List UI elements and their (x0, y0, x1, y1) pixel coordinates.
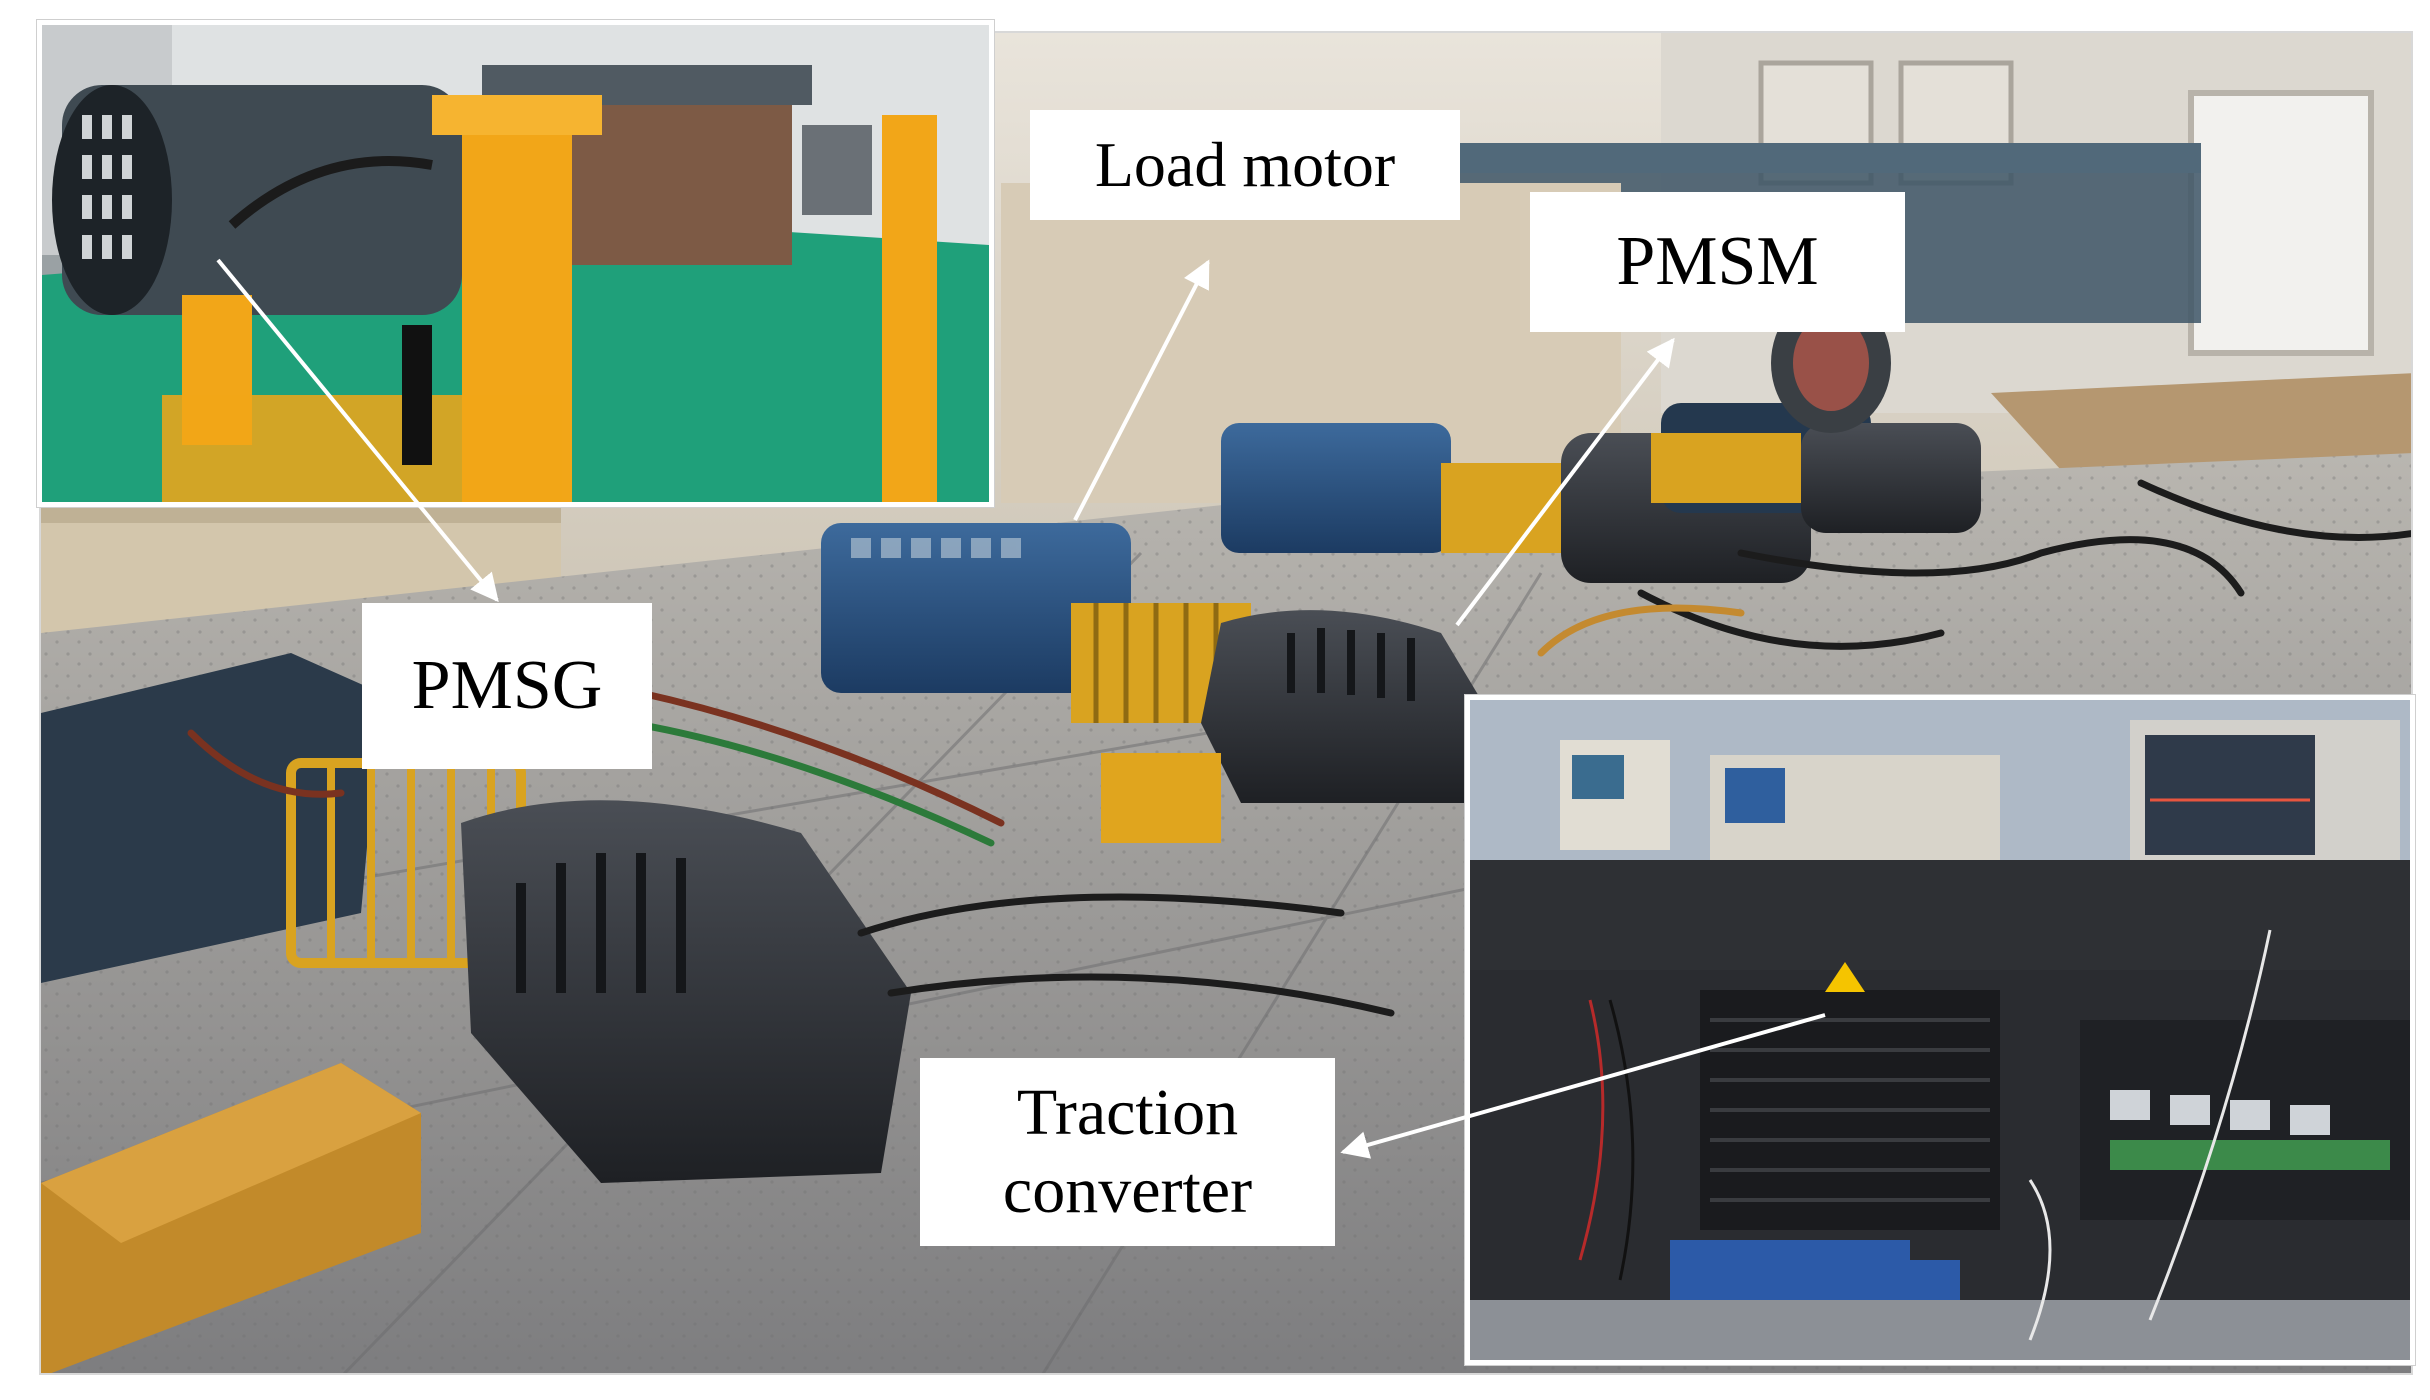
pmsm-label-text: PMSM (1616, 222, 1819, 300)
traction-converter-label: Traction converter (920, 1058, 1335, 1246)
load-motor-label-text: Load motor (1094, 129, 1396, 201)
pmsm-label: PMSM (1530, 192, 1905, 332)
pmsg-label-text: PMSG (411, 646, 603, 724)
traction-label-line2: converter (1002, 1154, 1253, 1227)
traction-converter-inset-photo (1465, 695, 2415, 1365)
load-motor-label: Load motor (1030, 110, 1460, 220)
pmsg-label: PMSG (362, 603, 652, 769)
warning-icon (1825, 962, 1865, 992)
pmsg-inset-photo (37, 20, 994, 507)
traction-label-line1: Traction (1016, 1076, 1239, 1150)
